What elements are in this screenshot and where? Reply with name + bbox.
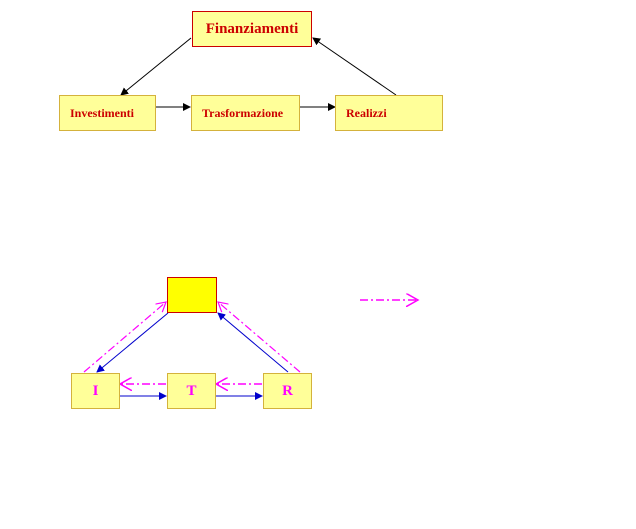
investimenti-box: Investimenti bbox=[59, 95, 156, 131]
t-label: T bbox=[186, 382, 197, 399]
i-label: I bbox=[92, 382, 99, 399]
r-label: R bbox=[282, 382, 293, 399]
arrow-realizzi-to-finanziamenti bbox=[312, 37, 397, 96]
blue-arrow-top-to-i bbox=[96, 312, 169, 373]
finanziamenti-box: Finanziamenti bbox=[192, 11, 312, 47]
dash-arrow-i-to-top bbox=[83, 302, 166, 373]
trasformazione-label: Trasformazione bbox=[202, 105, 284, 120]
dash-arrow-r-to-top bbox=[218, 302, 301, 373]
r-box: R bbox=[263, 373, 312, 409]
trasformazione-box: Trasformazione bbox=[191, 95, 300, 131]
t-box: T bbox=[167, 373, 216, 409]
arrow-finanziamenti-to-investimenti bbox=[120, 37, 192, 96]
realizzi-box: Realizzi bbox=[335, 95, 443, 131]
i-box: I bbox=[71, 373, 120, 409]
top-box-empty bbox=[167, 277, 217, 313]
finanziamenti-label: Finanziamenti bbox=[205, 20, 299, 37]
investimenti-label: Investimenti bbox=[70, 105, 134, 120]
realizzi-label: Realizzi bbox=[346, 105, 387, 120]
blue-arrow-r-to-top bbox=[217, 312, 289, 373]
